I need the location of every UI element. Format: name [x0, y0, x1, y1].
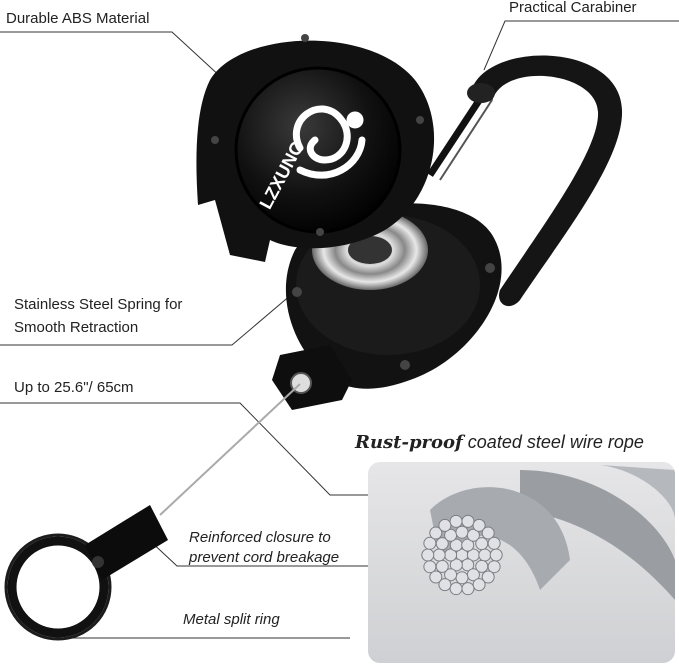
carabiner-label: Practical Carabiner — [509, 0, 637, 16]
wire-strand — [449, 514, 463, 528]
steel-strand-bundle — [421, 514, 503, 596]
wire-strand — [432, 548, 446, 562]
wire-strand — [481, 526, 495, 540]
wire-strand — [449, 582, 463, 596]
wire-strand — [487, 560, 501, 574]
wire-strand — [461, 514, 475, 528]
reel-base — [272, 203, 502, 410]
reel-lid — [196, 34, 435, 262]
wire-strand — [481, 570, 495, 584]
wire-strand — [466, 528, 480, 542]
leader-closure — [146, 537, 368, 567]
wire-strand — [429, 526, 443, 540]
wire-strand — [455, 571, 469, 585]
wire-strand — [487, 536, 501, 550]
logo-badge — [234, 66, 402, 234]
wire-strand — [472, 578, 486, 592]
wire-strand — [478, 548, 492, 562]
steel-wire-cord — [159, 383, 301, 516]
leader-carabiner — [483, 20, 679, 71]
snake-logo-icon — [292, 105, 366, 179]
rust-proof-bold: Rust-proof — [355, 432, 463, 453]
wire-strand — [461, 538, 475, 552]
carabiner — [427, 55, 623, 307]
wire-strand — [449, 558, 463, 572]
closure-label-line1: Reinforced closure to — [189, 529, 331, 546]
wire-strand — [472, 518, 486, 532]
wire-strand — [455, 525, 469, 539]
wire-strand — [475, 537, 489, 551]
spring-label-line1: Stainless Steel Spring for — [14, 296, 183, 313]
rust-proof-heading: Rust-proof coated steel wire rope — [355, 432, 644, 453]
material-label: Durable ABS Material — [6, 10, 150, 27]
wire-strand — [461, 582, 475, 596]
wire-strand — [423, 536, 437, 550]
wire-strand — [423, 560, 437, 574]
wire-strand — [429, 570, 443, 584]
wire-strand — [435, 559, 449, 573]
rust-proof-rest: coated steel wire rope — [462, 432, 644, 452]
length-label: Up to 25.6"/ 65cm — [14, 379, 134, 396]
closure-label-line2: prevent cord breakage — [189, 549, 340, 566]
wire-strand — [489, 548, 503, 562]
wire-strand — [438, 578, 452, 592]
wire-strand — [438, 518, 452, 532]
wire-strand — [444, 568, 458, 582]
leader-length — [0, 402, 368, 496]
leader-lines — [0, 20, 679, 639]
split-ring-label: Metal split ring — [183, 611, 280, 628]
spring-label-line2: Smooth Retraction — [14, 319, 139, 336]
wire-rope-inset — [368, 462, 675, 663]
split-ring-assembly — [4, 505, 168, 641]
wire-strand — [421, 548, 435, 562]
